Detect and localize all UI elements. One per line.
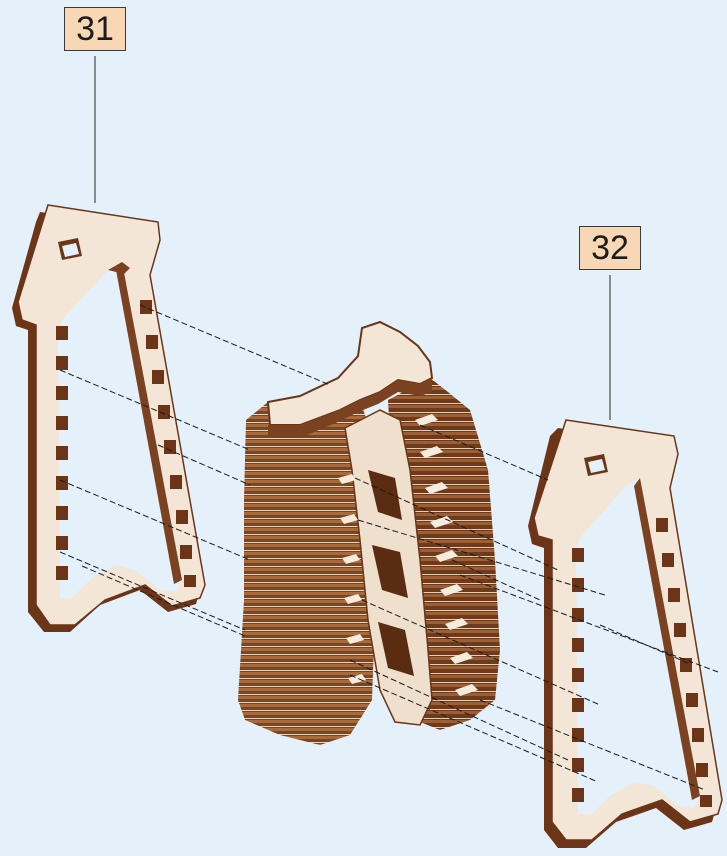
part-number-callout-32: 32 [579,226,641,270]
frame-part-32 [528,420,722,848]
part-number-callout-31: 31 [64,7,126,51]
stacked-core [238,322,500,745]
frame-part-31 [12,205,205,632]
